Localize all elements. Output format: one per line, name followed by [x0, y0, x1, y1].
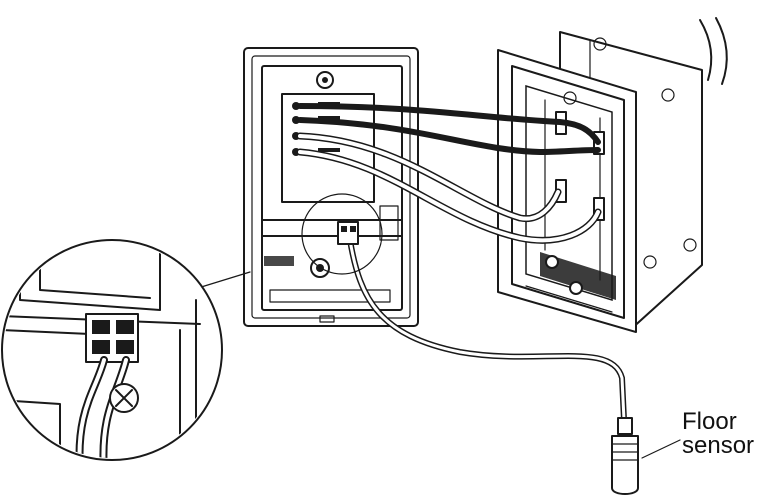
- thermostat-base: [243, 47, 419, 327]
- detail-highlight-circle: [301, 193, 383, 275]
- floor-sensor-label-line2: sensor: [682, 432, 755, 459]
- detail-screw: [109, 383, 139, 413]
- sensor-leader-line: [641, 439, 681, 459]
- floor-sensor-cable: [347, 237, 627, 423]
- sensor-terminal-block: [337, 221, 359, 245]
- magnified-detail: [1, 239, 251, 461]
- detail-sensor-wires: [75, 356, 130, 458]
- junction-box: [497, 17, 728, 333]
- floor-sensor-label: Floor sensor: [682, 410, 754, 458]
- floor-sensor-probe: [611, 417, 639, 495]
- box-terminal-strip: [540, 252, 616, 300]
- floor-sensor-label-line1: Floor: [682, 408, 737, 435]
- line-voltage-wires: [296, 103, 602, 244]
- detail-terminal-block: [85, 313, 139, 363]
